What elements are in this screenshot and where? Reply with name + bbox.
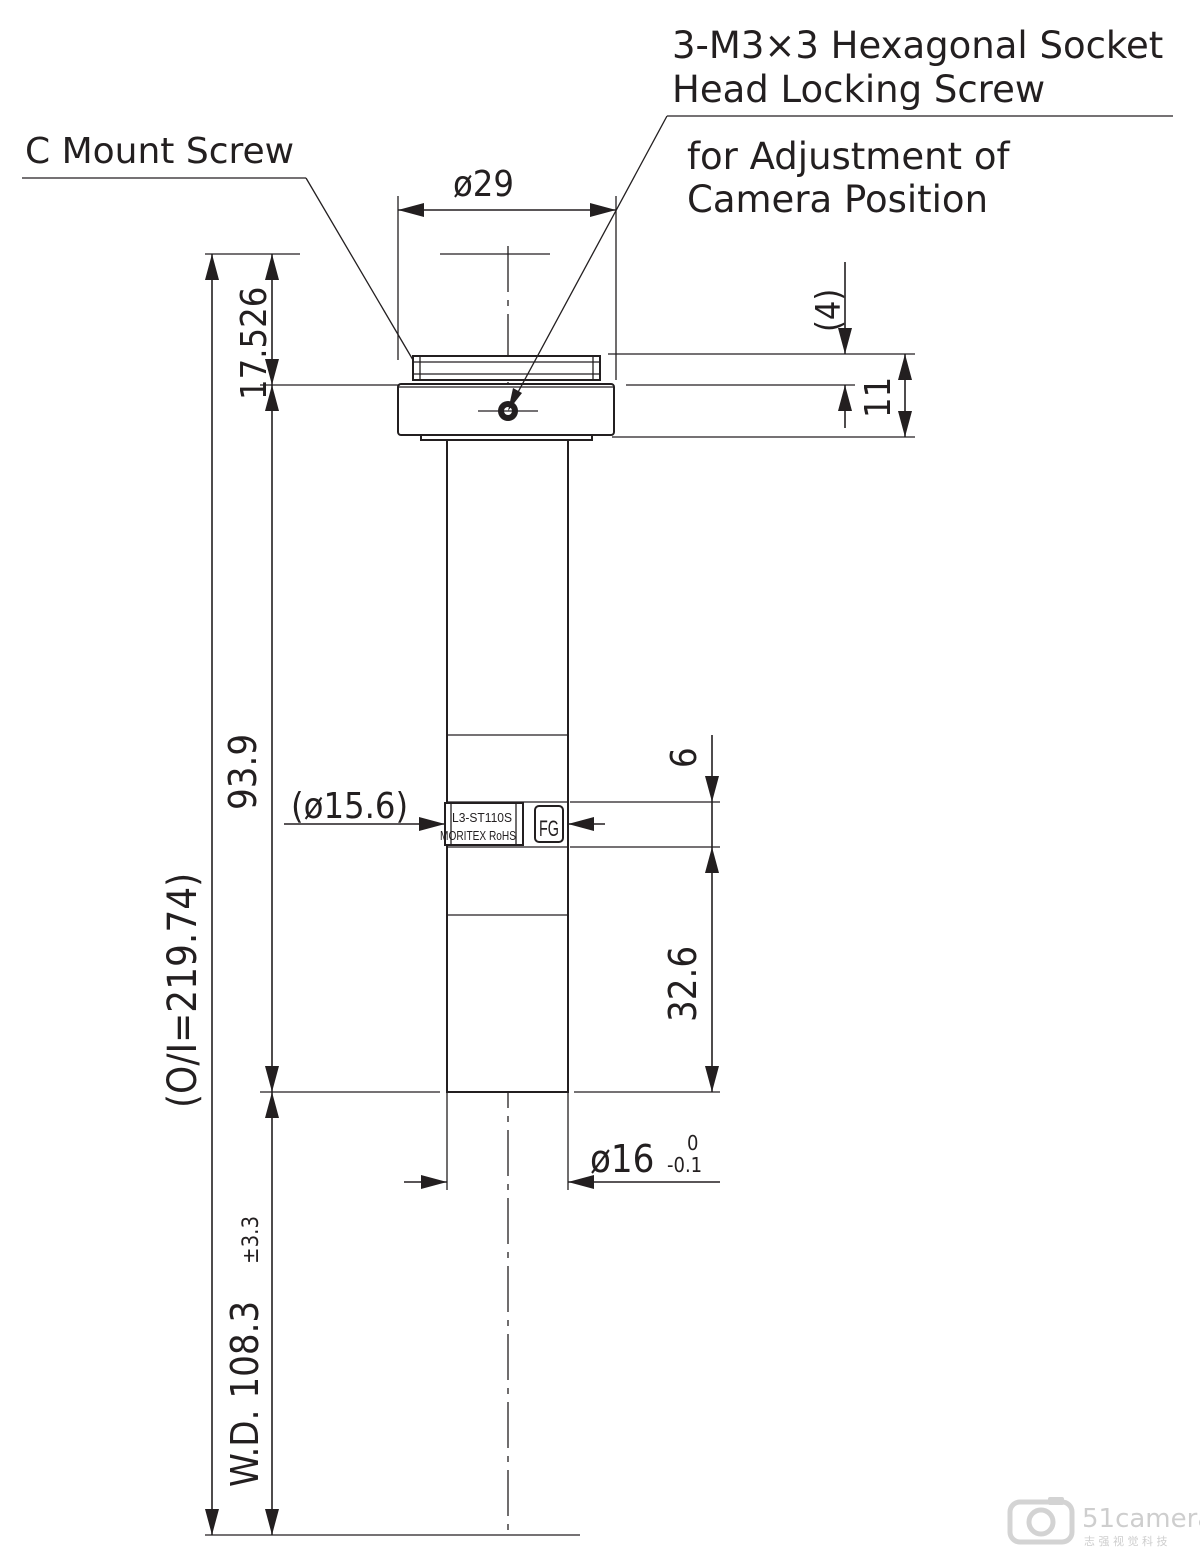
camera-logo-icon xyxy=(1007,1497,1075,1545)
band-diameter-label: (ø15.6) xyxy=(291,786,408,827)
lens-model-marking: L3-ST110S xyxy=(452,810,512,825)
c-mount-label: C Mount Screw xyxy=(25,131,294,172)
adjustment-label-line1: for Adjustment of xyxy=(687,135,1010,178)
dim-screw-offset: (4) xyxy=(809,262,852,428)
dim-optical-length: (O/I=219.74) xyxy=(160,254,219,1535)
fg-mark: FG xyxy=(539,816,559,841)
top-diameter-label: ø29 xyxy=(453,164,514,205)
dim-flange-height: 11 xyxy=(858,354,912,437)
dim-front-length: 32.6 xyxy=(661,847,719,1092)
extension-lines xyxy=(205,196,915,1536)
dim-top-diameter: ø29 xyxy=(398,164,616,217)
band-width-label: 6 xyxy=(664,747,705,768)
working-distance-label: W.D. 108.3 xyxy=(223,1301,267,1487)
lens-body: L3-ST110S MORITEX RoHS FG xyxy=(397,355,615,1093)
dim-band-diameter: (ø15.6) xyxy=(284,786,605,831)
screw-offset-label: (4) xyxy=(809,289,849,332)
dim-front-diameter: ø16 0 -0.1 xyxy=(404,1131,720,1189)
flange-height-label: 11 xyxy=(858,377,899,418)
locking-screw-label-line1: 3-M3×3 Hexagonal Socket xyxy=(672,24,1163,67)
dim-body-length: 93.9 xyxy=(221,385,279,1092)
dim-band-width: 6 xyxy=(664,735,719,847)
lens-barrel xyxy=(446,439,569,1093)
flange-offset-label: 17.526 xyxy=(234,287,275,400)
dim-flange-offset: 17.526 xyxy=(234,254,279,400)
front-diameter-label: ø16 xyxy=(590,1137,654,1181)
front-diameter-tol-lower: -0.1 xyxy=(667,1153,702,1177)
c-mount-thread xyxy=(412,355,601,381)
lens-brand-marking: MORITEX RoHS xyxy=(440,828,516,843)
locking-screw-label-line2: Head Locking Screw xyxy=(672,68,1045,111)
locking-screw-callout: 3-M3×3 Hexagonal Socket Head Locking Scr… xyxy=(508,24,1173,411)
working-distance-tolerance: ±3.3 xyxy=(239,1216,264,1264)
c-mount-callout: C Mount Screw xyxy=(22,131,414,361)
front-diameter-tol-upper: 0 xyxy=(687,1131,698,1155)
watermark-brand: 51camera xyxy=(1082,1504,1200,1534)
lens-marking-band: L3-ST110S MORITEX RoHS FG xyxy=(440,802,564,846)
watermark-tagline: 志 强 视 觉 科 技 xyxy=(1084,1534,1167,1548)
adjustment-label-line2: Camera Position xyxy=(687,178,988,221)
optical-length-label: (O/I=219.74) xyxy=(160,873,206,1108)
dim-working-distance: W.D. 108.3 ±3.3 xyxy=(223,1092,279,1535)
body-length-label: 93.9 xyxy=(221,734,265,810)
front-length-label: 32.6 xyxy=(661,946,705,1022)
watermark-logo: 51camera 志 强 视 觉 科 技 xyxy=(1007,1497,1200,1548)
